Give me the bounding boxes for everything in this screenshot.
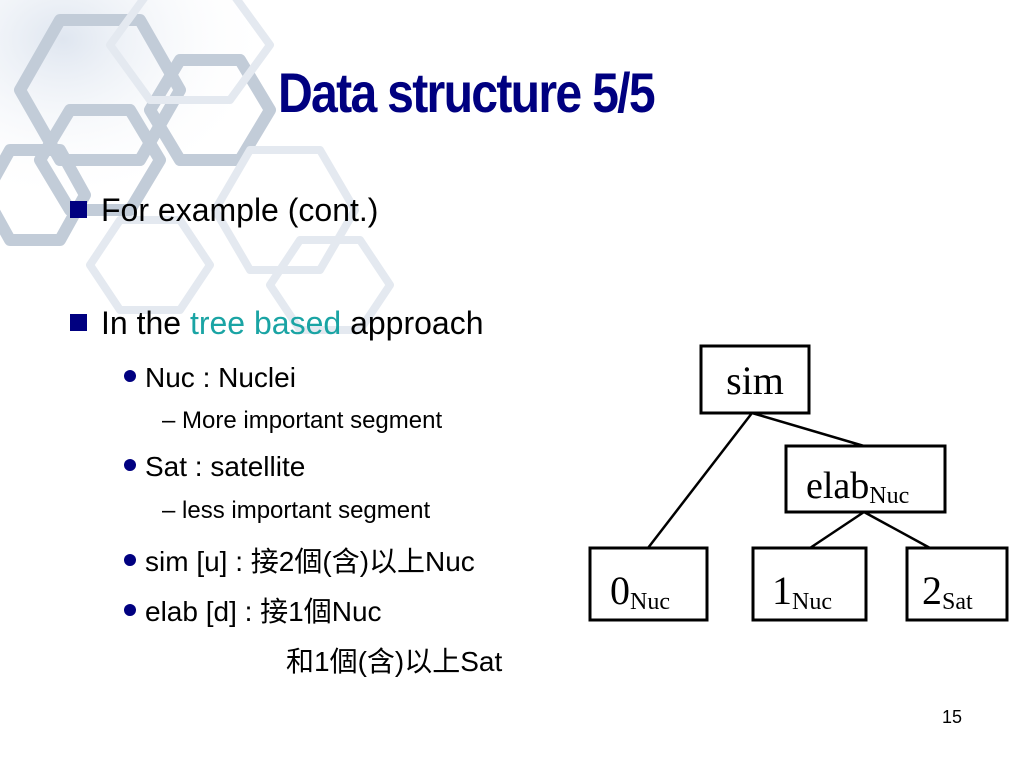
edge-sim-elab <box>751 411 865 448</box>
node-leaf2-label: 2Sat <box>922 568 973 615</box>
elab-continuation: 和1個(含)以上Sat <box>286 646 503 677</box>
node-leaf1-label: 1Nuc <box>772 568 832 615</box>
node-elab-base: elab <box>806 465 869 507</box>
round-bullet-icon <box>124 604 136 616</box>
square-bullet-icon <box>70 201 87 218</box>
node-leaf0-label: 0Nuc <box>610 568 670 615</box>
sub-bullet-sim: sim [u] : 接2個(含)以上Nuc <box>124 540 475 580</box>
round-bullet-icon <box>124 370 136 382</box>
bullet-tree-accent: tree based <box>189 305 342 341</box>
page-number: 15 <box>942 707 963 727</box>
edge-elab-leaf2 <box>863 510 931 550</box>
round-bullet-icon <box>124 554 136 566</box>
sat-description: – less important segment <box>162 497 431 524</box>
sat-text: Sat : satellite <box>145 451 306 482</box>
bullet-tree-post: approach <box>341 305 484 341</box>
bullet-example: For example (cont.) <box>70 192 378 229</box>
sim-text: sim [u] : 接2個(含)以上Nuc <box>145 546 475 577</box>
node-elab-box <box>784 444 947 514</box>
node-leaf2-sub: Sat <box>942 589 973 615</box>
bullet-tree-pre: In the <box>101 305 190 341</box>
node-leaf2-base: 2 <box>922 568 942 613</box>
sub-bullet-nuc: Nuc : Nuclei <box>124 362 296 394</box>
nuc-description: – More important segment <box>162 407 443 434</box>
bullet-example-text: For example (cont.) <box>101 192 379 228</box>
node-leaf0-base: 0 <box>610 568 630 613</box>
edge-sim-leaf0 <box>647 412 753 549</box>
round-bullet-icon <box>124 459 136 471</box>
nuc-text: Nuc : Nuclei <box>145 362 296 393</box>
bullet-tree-approach: In the tree based approach <box>70 305 484 342</box>
sub-bullet-elab: elab [d] : 接1個Nuc <box>124 590 382 630</box>
node-leaf0-box <box>588 546 709 622</box>
node-elab-label: elabNuc <box>806 465 909 509</box>
elab-text: elab [d] : 接1個Nuc <box>145 596 382 627</box>
square-bullet-icon <box>70 314 87 331</box>
node-leaf0-sub: Nuc <box>630 589 670 615</box>
sub-bullet-sat: Sat : satellite <box>124 451 305 483</box>
node-sim-label: sim <box>726 358 784 403</box>
node-leaf2-box <box>905 546 1009 622</box>
node-leaf1-base: 1 <box>772 568 792 613</box>
node-sim-box <box>699 344 811 415</box>
node-leaf1-box <box>751 546 868 622</box>
node-leaf1-sub: Nuc <box>792 589 832 615</box>
slide-title: Data structure 5/5 <box>278 61 656 124</box>
edge-elab-leaf1 <box>809 510 865 550</box>
node-elab-sub: Nuc <box>869 483 909 509</box>
